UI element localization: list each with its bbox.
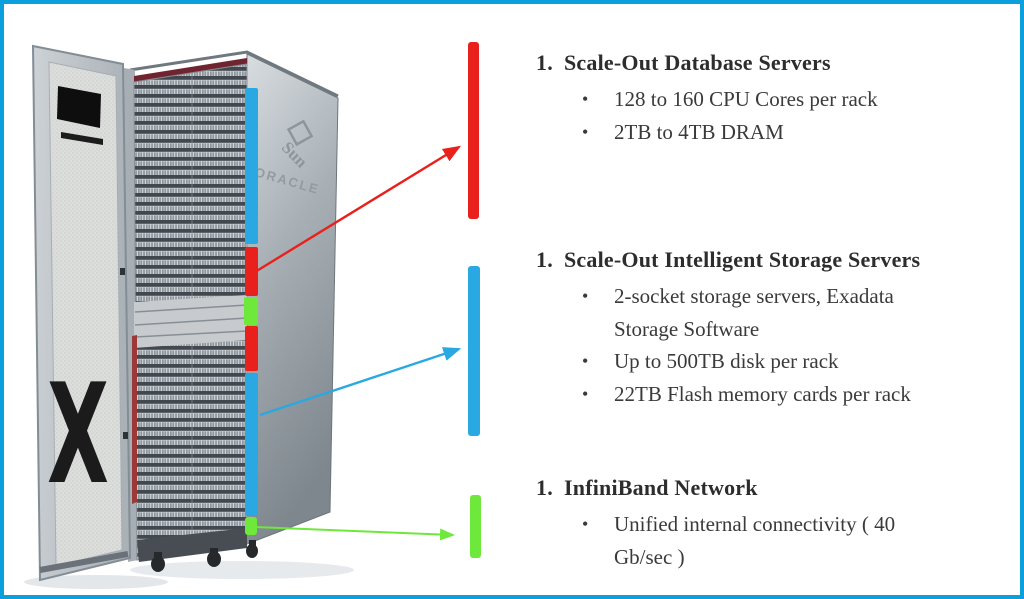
bullet-item: • 22TB Flash memory cards per rack bbox=[536, 378, 1018, 411]
door-hinge bbox=[123, 432, 128, 439]
mid-band-line bbox=[134, 330, 248, 338]
bullet-dot: • bbox=[582, 383, 589, 404]
section-database-servers: 1. Scale-Out Database Servers • 128 to 1… bbox=[536, 48, 1018, 148]
door-bottom-edge bbox=[39, 551, 129, 573]
bullet-item: • 128 to 160 CPU Cores per rack bbox=[536, 83, 1018, 116]
bullet-text: 2-socket storage servers, Exadata Storag… bbox=[614, 284, 894, 341]
bullet-text: 22TB Flash memory cards per rack bbox=[614, 381, 911, 406]
legend-bar-network bbox=[470, 495, 481, 558]
callout-arrows bbox=[254, 145, 462, 541]
section-storage-servers: 1. Scale-Out Intelligent Storage Servers… bbox=[536, 245, 1018, 410]
bullet-item: • Up to 500TB disk per rack bbox=[536, 345, 1018, 378]
section-heading: 1. InfiniBand Network bbox=[536, 473, 1018, 503]
section-heading: 1. Scale-Out Intelligent Storage Servers bbox=[536, 245, 1018, 275]
bullet-text: Unified internal connectivity ( 40 Gb/se… bbox=[614, 512, 896, 569]
floor-shadow bbox=[24, 561, 354, 589]
bullet-dot: • bbox=[582, 89, 589, 109]
mid-band-line bbox=[134, 317, 248, 326]
door-badge-bar bbox=[61, 132, 103, 145]
rack-base bbox=[137, 528, 247, 562]
mid-band-line bbox=[134, 304, 248, 313]
bullet-dot: • bbox=[582, 286, 589, 306]
exadata-rack-illustration: Sun ORACLE X bbox=[24, 44, 462, 589]
door-x-mark: X bbox=[47, 354, 109, 515]
network-callout-arrow bbox=[254, 526, 455, 541]
door-hinge bbox=[120, 268, 125, 275]
rack-top-edge bbox=[129, 50, 339, 98]
strip-blue-lower bbox=[245, 373, 258, 516]
rack-door: X bbox=[31, 44, 132, 582]
legend-bar-storage bbox=[468, 266, 480, 436]
section-infiniband-network: 1. InfiniBand Network • Unified internal… bbox=[536, 473, 1018, 573]
strip-green-mid bbox=[244, 297, 258, 325]
strip-red-lower bbox=[245, 326, 258, 371]
strip-red-upper bbox=[245, 247, 258, 296]
bullet-list: • 128 to 160 CPU Cores per rack • 2TB to… bbox=[536, 83, 1018, 148]
bullet-item: • 2TB to 4TB DRAM bbox=[536, 116, 1018, 149]
rack-cabinet: Sun ORACLE bbox=[124, 50, 339, 572]
strip-green-bottom bbox=[245, 517, 257, 535]
section-title: InfiniBand Network bbox=[564, 475, 758, 500]
bullet-text: Up to 500TB disk per rack bbox=[614, 349, 839, 373]
door-badge-window bbox=[57, 86, 101, 128]
section-title: Scale-Out Intelligent Storage Servers bbox=[564, 247, 921, 272]
bullet-dot: • bbox=[582, 121, 589, 142]
bullet-text: 2TB to 4TB DRAM bbox=[614, 119, 784, 144]
bullet-list: • 2-socket storage servers, Exadata Stor… bbox=[536, 280, 1018, 410]
bullet-item: • Unified internal connectivity ( 40 Gb/… bbox=[536, 508, 1018, 573]
section-heading: 1. Scale-Out Database Servers bbox=[536, 48, 1018, 78]
bullet-text: 128 to 160 CPU Cores per rack bbox=[614, 87, 878, 111]
db-callout-arrow bbox=[254, 145, 462, 274]
sun-logo-icon bbox=[286, 119, 314, 147]
section-number: 1. bbox=[536, 247, 553, 272]
strip-db-blue-top bbox=[245, 88, 258, 244]
bullet-dot: • bbox=[582, 514, 589, 534]
section-number: 1. bbox=[536, 475, 553, 500]
rack-casters bbox=[151, 540, 258, 572]
rack-left-red-stripe bbox=[132, 335, 137, 504]
bullet-dot: • bbox=[582, 351, 589, 371]
section-title: Scale-Out Database Servers bbox=[564, 50, 831, 75]
rack-color-strip bbox=[244, 88, 258, 535]
door-mesh bbox=[48, 61, 123, 567]
bullet-item: • 2-socket storage servers, Exadata Stor… bbox=[536, 280, 1018, 345]
storage-callout-arrow bbox=[259, 347, 462, 417]
section-number: 1. bbox=[536, 50, 553, 75]
bullet-list: • Unified internal connectivity ( 40 Gb/… bbox=[536, 508, 1018, 573]
legend-bar-database bbox=[468, 42, 479, 219]
